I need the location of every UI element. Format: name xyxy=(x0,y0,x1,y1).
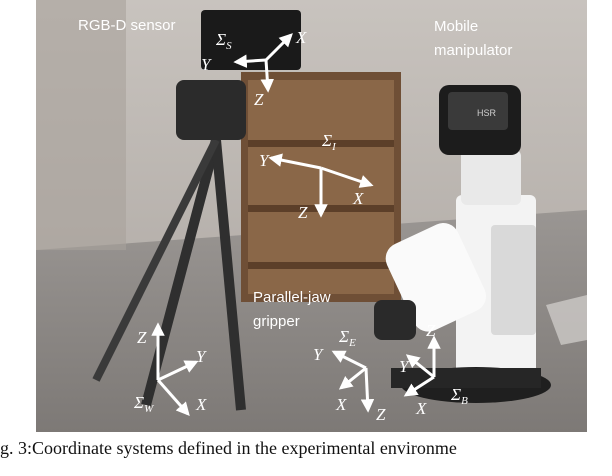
axis-label-e-x: X xyxy=(335,395,347,414)
axis-label-s-y: Y xyxy=(201,55,212,74)
frame-sigma-i: ΣI X Y Z xyxy=(259,131,374,222)
caption-prefix: g. 3: xyxy=(0,438,33,458)
robot-logo: HSR xyxy=(477,108,497,118)
frame-sigma-w: ΣW X Y Z xyxy=(133,322,207,417)
axis-label-s-x: X xyxy=(295,28,307,47)
photo-background: HSR xyxy=(36,0,587,432)
axis-label-s-z: Z xyxy=(254,90,264,109)
axis-label-w-x: X xyxy=(195,395,207,414)
label-manipulator: manipulator xyxy=(434,42,512,59)
axis-label-b-z: Z xyxy=(426,321,436,340)
sigma-w-symbol: ΣW xyxy=(133,393,154,415)
tripod xyxy=(92,10,301,411)
axis-label-b-y: Y xyxy=(399,357,410,376)
label-mobile: Mobile xyxy=(434,18,478,35)
sigma-i-symbol: ΣI xyxy=(321,131,337,153)
axis-label-e-z: Z xyxy=(376,405,386,424)
frame-sigma-b: ΣB X Y Z xyxy=(399,321,468,418)
label-gripper: gripper xyxy=(253,313,300,330)
figure-caption: g. 3: Coordinate systems defined in the … xyxy=(0,438,612,468)
sigma-b-symbol: ΣB xyxy=(450,385,468,407)
axis-label-i-z: Z xyxy=(298,203,308,222)
axis-label-e-y: Y xyxy=(313,345,324,364)
axis-label-i-x: X xyxy=(352,189,364,208)
frame-sigma-e: ΣE X Y Z xyxy=(313,327,386,424)
label-parallel-jaw: Parallel-jaw xyxy=(253,289,331,306)
axis-label-b-x: X xyxy=(415,399,427,418)
axis-label-w-y: Y xyxy=(196,347,207,366)
axis-label-w-z: Z xyxy=(137,328,147,347)
frame-sigma-s: ΣS X Y Z xyxy=(201,28,307,109)
label-rgbd-sensor: RGB-D sensor xyxy=(78,17,176,34)
figure-photo: HSR RGB-D sensor Mobile manipulator Para… xyxy=(36,0,587,432)
sigma-e-symbol: ΣE xyxy=(338,327,356,349)
caption-text: Coordinate systems defined in the experi… xyxy=(32,438,457,458)
sigma-s-symbol: ΣS xyxy=(215,30,232,52)
mobile-manipulator-robot: HSR xyxy=(374,85,551,403)
axis-label-i-y: Y xyxy=(259,151,270,170)
